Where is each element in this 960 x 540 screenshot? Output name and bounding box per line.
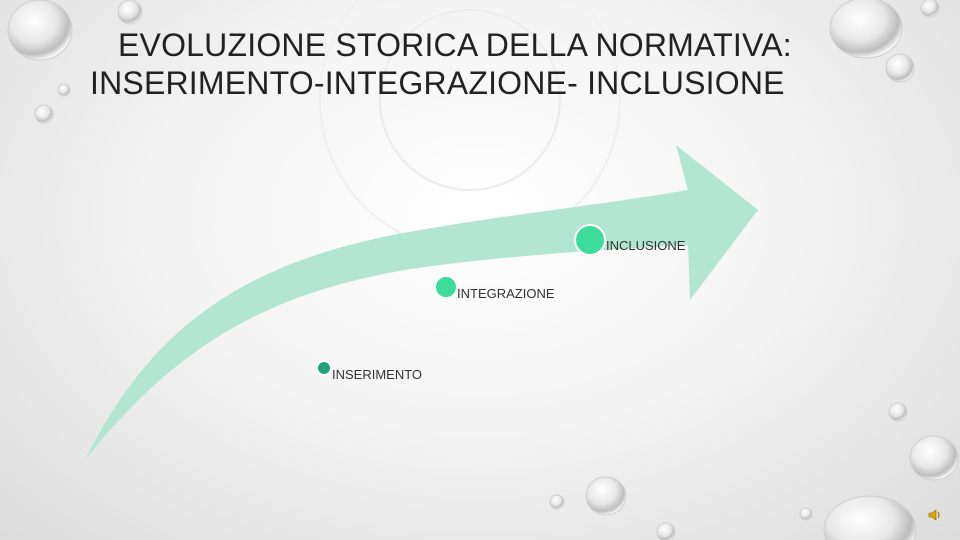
- step-dot-inclusione: [574, 224, 606, 256]
- water-drop-icon: [885, 53, 915, 83]
- water-drop-icon: [34, 104, 54, 124]
- water-drop-icon: [7, 0, 73, 61]
- water-drop-icon: [888, 402, 908, 422]
- water-drop-icon: [549, 494, 565, 510]
- water-drop-icon: [829, 0, 903, 59]
- step-label-integrazione: INTEGRAZIONE: [457, 286, 555, 301]
- step-dot-inserimento: [316, 360, 332, 376]
- water-drop-icon: [57, 83, 71, 97]
- bg-ring: [379, 9, 561, 191]
- water-drop-icon: [823, 495, 917, 540]
- slide-title: EVOLUZIONE STORICA DELLA NORMATIVA: INSE…: [90, 26, 890, 102]
- step-label-inserimento: INSERIMENTO: [332, 367, 423, 382]
- water-drop-icon: [909, 435, 959, 481]
- water-drop-icon: [117, 0, 143, 25]
- growth-arrow: [85, 145, 758, 460]
- speaker-icon[interactable]: [928, 508, 942, 522]
- water-drop-icon: [656, 522, 676, 540]
- water-drop-icon: [585, 476, 627, 516]
- water-drop-icon: [799, 507, 813, 521]
- water-drop-icon: [920, 0, 940, 18]
- step-dot-integrazione: [434, 275, 458, 299]
- title-line-2: INSERIMENTO-INTEGRAZIONE- INCLUSIONE: [90, 65, 785, 101]
- title-line-1: EVOLUZIONE STORICA DELLA NORMATIVA:: [118, 27, 792, 63]
- step-label-inclusione: INCLUSIONE: [606, 238, 686, 253]
